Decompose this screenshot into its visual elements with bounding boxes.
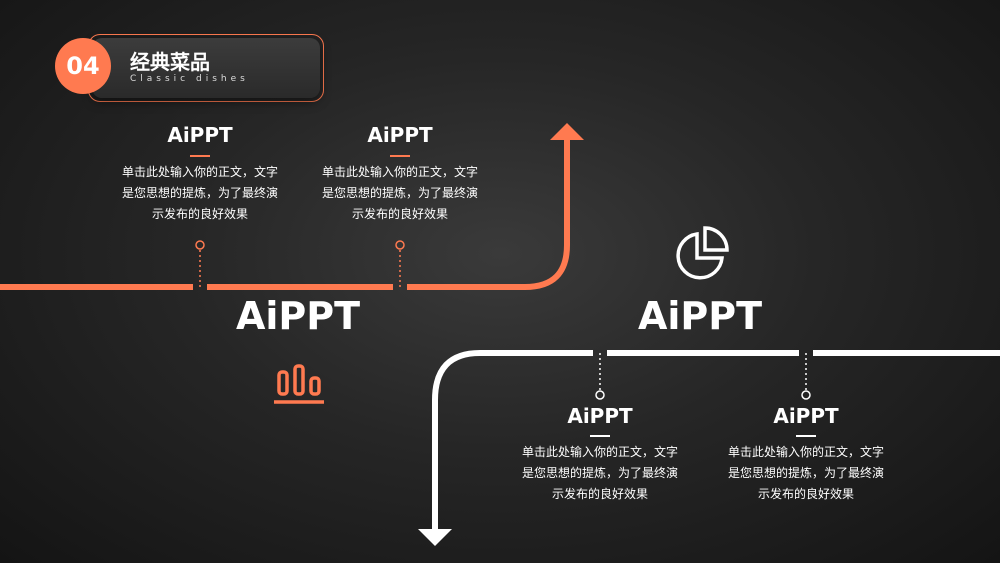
connector-dot [595,390,605,400]
connector-dot [395,240,405,250]
white-arrow-head [418,529,452,546]
section-badge [92,38,320,98]
connector-dot [801,390,811,400]
bottom-item-2-title: AiPPT [773,404,839,428]
top-item-1-underline [190,155,210,157]
section-number: 04 [55,38,111,94]
bar-chart-icon [274,364,324,404]
white-path [432,350,1000,530]
orange-path [0,140,570,290]
orange-arrow-head [550,123,584,140]
section-title: 经典菜品 [130,50,210,74]
top-path-title: AiPPT [235,294,361,338]
top-item-1-title: AiPPT [167,123,233,147]
connector-dot [195,240,205,250]
top-item-1-text: 单击此处输入你的正文，文字 是您思想的提炼，为了最终演 示发布的良好效果 [121,165,278,221]
bottom-item-1-title: AiPPT [567,404,633,428]
bottom-path-title: AiPPT [637,294,763,338]
bottom-item-2-underline [796,435,816,437]
bottom-item-2-text: 单击此处输入你的正文，文字 是您思想的提炼，为了最终演 示发布的良好效果 [727,445,884,501]
pie-chart-icon [676,226,729,280]
top-item-2-underline [390,155,410,157]
bottom-item-1-text: 单击此处输入你的正文，文字 是您思想的提炼，为了最终演 示发布的良好效果 [521,445,678,501]
bottom-item-1-underline [590,435,610,437]
section-subtitle: Classic dishes [130,74,249,84]
top-item-2-text: 单击此处输入你的正文，文字 是您思想的提炼，为了最终演 示发布的良好效果 [321,165,478,221]
top-item-2-title: AiPPT [367,123,433,147]
